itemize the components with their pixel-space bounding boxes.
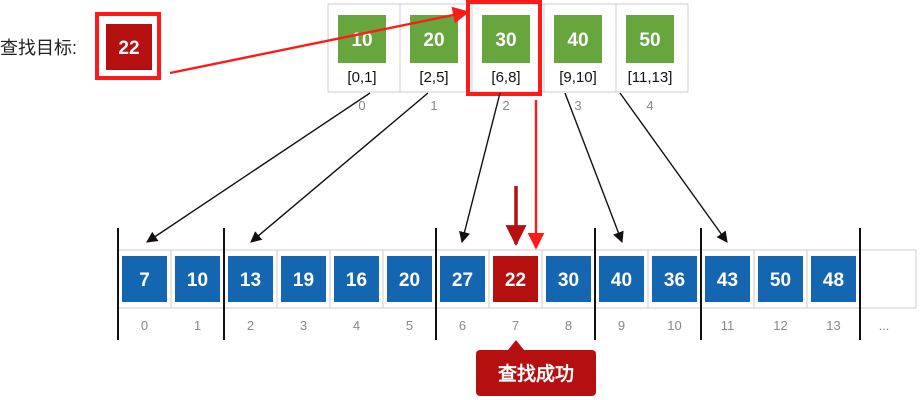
target-value: 22 xyxy=(118,38,139,59)
array-index: 10 xyxy=(667,318,681,333)
array-value: 43 xyxy=(717,270,738,291)
array-value-box xyxy=(334,256,379,302)
array-row: 7 0 10 1 13 2 19 3 16 4 20 5 27 6 22 7 30 8 40 9 36 10 43 11 50 1… xyxy=(117,228,917,340)
index-position: 4 xyxy=(646,98,653,113)
index-key-box xyxy=(338,15,386,63)
arrows xyxy=(146,6,728,250)
target-box xyxy=(106,24,152,70)
success-label: 查找成功 xyxy=(497,362,574,385)
index-position: 0 xyxy=(358,98,365,113)
array-index: 0 xyxy=(141,318,148,333)
index-key-box xyxy=(554,15,602,63)
array-index: 11 xyxy=(721,318,735,333)
index-arrow-1 xyxy=(250,92,429,243)
array-value-box xyxy=(440,256,485,302)
array-index: 6 xyxy=(459,318,466,333)
index-key: 50 xyxy=(639,30,660,51)
array-index: 8 xyxy=(565,318,572,333)
array-value: 22 xyxy=(505,270,526,291)
array-value: 13 xyxy=(240,270,261,291)
index-position: 1 xyxy=(430,98,437,113)
index-position: 3 xyxy=(574,98,581,113)
index-position: 2 xyxy=(502,98,509,113)
array-value-box xyxy=(175,256,220,302)
array-index: 9 xyxy=(618,318,625,333)
array-index: 4 xyxy=(353,318,360,333)
index-range: [6,8] xyxy=(491,69,520,86)
index-highlight-frame xyxy=(466,0,542,96)
array-value: 16 xyxy=(346,270,367,291)
array-value-box xyxy=(546,256,591,302)
array-value-box xyxy=(122,256,167,302)
array-index: 13 xyxy=(826,318,840,333)
index-table: 10[0,1]020[2,5]130[6,8]240[9,10]350[11,1… xyxy=(327,0,689,113)
index-arrow-0 xyxy=(146,92,371,243)
index-key-box xyxy=(482,15,530,63)
array-value: 36 xyxy=(664,270,685,291)
array-index: 5 xyxy=(406,318,413,333)
array-value: 7 xyxy=(139,270,150,291)
index-range: [0,1] xyxy=(347,69,376,86)
success-callout xyxy=(476,350,596,396)
index-key-box xyxy=(626,15,674,63)
index-key: 30 xyxy=(495,30,516,51)
array-index: 3 xyxy=(300,318,307,333)
array-value-box xyxy=(705,256,750,302)
index-key: 40 xyxy=(567,30,588,51)
array-index: 7 xyxy=(512,318,519,333)
array-value: 50 xyxy=(770,270,791,291)
array-value: 20 xyxy=(399,270,420,291)
array-value: 30 xyxy=(558,270,579,291)
success-callout-pointer xyxy=(508,340,524,350)
index-range: [9,10] xyxy=(559,69,597,86)
array-value: 40 xyxy=(611,270,632,291)
array-index: 2 xyxy=(247,318,254,333)
array-index: 12 xyxy=(773,318,787,333)
array-index: 1 xyxy=(194,318,201,333)
index-arrow-4 xyxy=(619,92,728,243)
index-arrow-2 xyxy=(459,92,501,244)
index-range: [2,5] xyxy=(419,69,448,86)
array-value: 48 xyxy=(823,270,844,291)
target-to-index-arrow xyxy=(169,6,470,75)
array-value-box xyxy=(652,256,697,302)
array-value-box xyxy=(387,256,432,302)
target-label: 查找目标: xyxy=(0,38,77,58)
index-range: [11,13] xyxy=(628,69,673,86)
array-value: 10 xyxy=(187,270,208,291)
array-ellipsis: ... xyxy=(879,318,890,333)
array-value-box xyxy=(758,256,803,302)
array-value-box xyxy=(281,256,326,302)
index-key: 20 xyxy=(423,30,444,51)
array-value: 27 xyxy=(452,270,473,291)
array-value-box xyxy=(599,256,644,302)
index-arrow-3 xyxy=(564,92,624,244)
array-value-box xyxy=(228,256,273,302)
target-highlight-frame xyxy=(95,12,161,80)
array-found-box xyxy=(493,256,538,302)
array-value: 19 xyxy=(293,270,314,291)
array-value-box xyxy=(811,256,856,302)
